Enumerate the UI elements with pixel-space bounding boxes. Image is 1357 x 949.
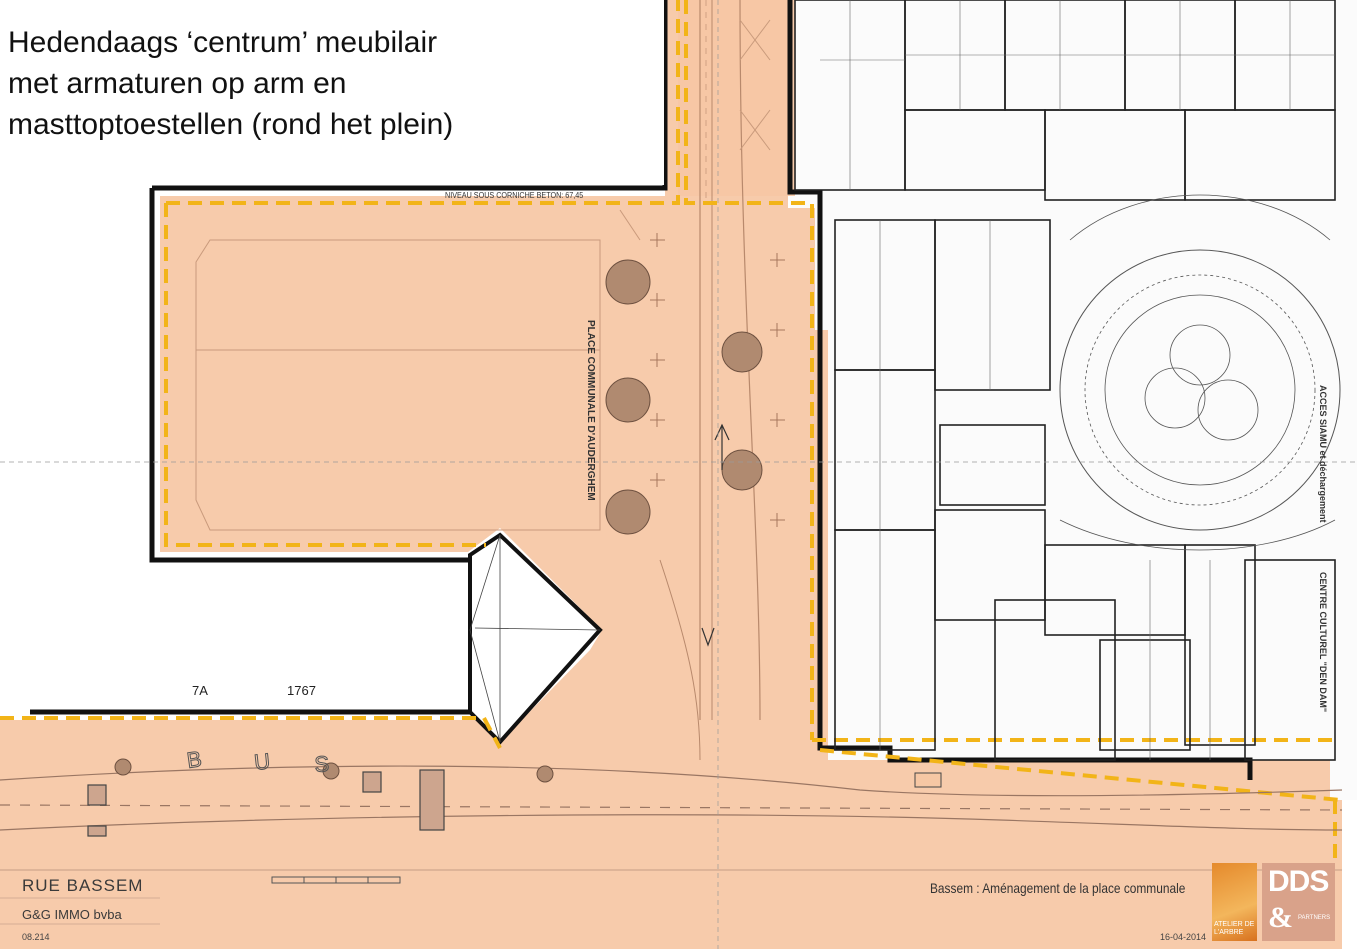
street-name: RUE BASSEM (22, 876, 144, 895)
caption-text: Hedendaags ‘centrum’ meubilair met armat… (8, 22, 648, 145)
scale-bar (271, 876, 401, 884)
boundary-top-left (152, 0, 668, 191)
dds-logo-text: DDS (1268, 865, 1329, 898)
atelier-logo: ATELIER DE L'ARBRE (1212, 863, 1257, 941)
caption-line-1: Hedendaags ‘centrum’ meubilair (8, 26, 438, 59)
dds-logo: DDS & PARTNERS (1262, 863, 1335, 941)
acces-label: ACCES SIAMU et déchargement (1318, 385, 1328, 523)
dds-logo-sub: PARTNERS (1298, 915, 1331, 921)
company-name: G&G IMMO bvba (22, 907, 122, 922)
caption-line-2: met armaturen op arm en (8, 67, 347, 100)
boundary-dash-left (164, 203, 486, 547)
reference-number: 08.214 (22, 932, 50, 942)
svg-text:S: S (314, 751, 330, 777)
circular-courtyard (1059, 194, 1341, 551)
boundary-dash-road-right (684, 0, 814, 740)
building-floorplan (790, 0, 1357, 800)
svg-text:U: U (253, 748, 271, 775)
boundary-left (149, 188, 478, 563)
plaza-trees (605, 259, 763, 535)
atelier-logo-text: ATELIER DE L'ARBRE (1214, 921, 1255, 936)
boundary-right-building (787, 0, 823, 340)
lot-label-7a: 7A (192, 683, 208, 698)
boundary-dash-top (166, 0, 680, 205)
place-label: PLACE COMMUNALE D'AUDERGHEM (585, 320, 596, 501)
plan-date: 16-04-2014 (1160, 932, 1207, 942)
svg-text:B: B (185, 746, 203, 773)
project-title: Bassem : Aménagement de la place communa… (930, 880, 1186, 896)
plaza-inner-outline (195, 239, 601, 531)
notch-shape (468, 532, 603, 745)
dds-logo-amp: & (1268, 901, 1293, 934)
lot-label-1767: 1767 (287, 683, 316, 698)
boundary-dash-bottom (0, 716, 502, 749)
niveau-label: NIVEAU SOUS CORNICHE BETON: 67,45 (445, 191, 584, 200)
caption-box (0, 0, 664, 185)
centre-culturel-label: CENTRE CULTUREL "DEN DAM" (1318, 572, 1328, 713)
caption-line-3: masttoptoestellen (rond het plein) (8, 108, 454, 141)
